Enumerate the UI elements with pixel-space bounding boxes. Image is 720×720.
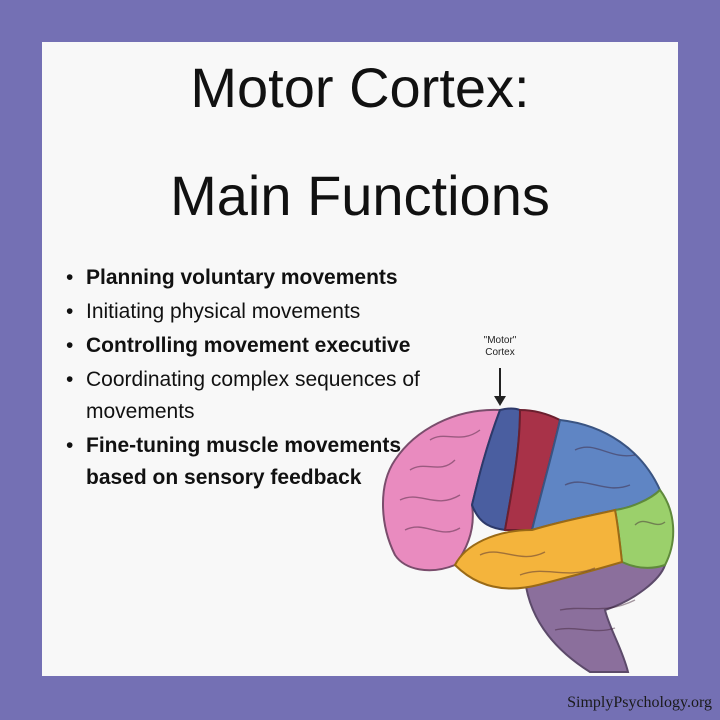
function-item-coordinating: Coordinating complex sequences of moveme… — [64, 364, 424, 428]
temporal-lobe-region — [453, 508, 624, 590]
source-credit: SimplyPsychology.org — [567, 694, 712, 711]
function-item-fine-tuning: Fine-tuning muscle movements based on se… — [64, 430, 424, 494]
function-list: Planning voluntary movements Initiating … — [64, 262, 424, 496]
motor-cortex-arrow — [494, 368, 506, 406]
motor-label-line-2: Cortex — [485, 347, 515, 358]
motor-cortex-label: "Motor" Cortex — [455, 335, 545, 359]
brain-diagram — [382, 368, 675, 673]
function-item-planning: Planning voluntary movements — [64, 262, 424, 294]
motor-label-line-1: "Motor" — [483, 335, 517, 346]
title-line-1: Motor Cortex: — [190, 56, 530, 119]
function-item-initiating: Initiating physical movements — [64, 296, 424, 328]
poster-title: Motor Cortex: Main Functions — [0, 56, 720, 228]
gyri-texture — [399, 429, 666, 632]
function-item-controlling: Controlling movement executive — [64, 330, 424, 362]
title-line-2: Main Functions — [170, 164, 550, 227]
